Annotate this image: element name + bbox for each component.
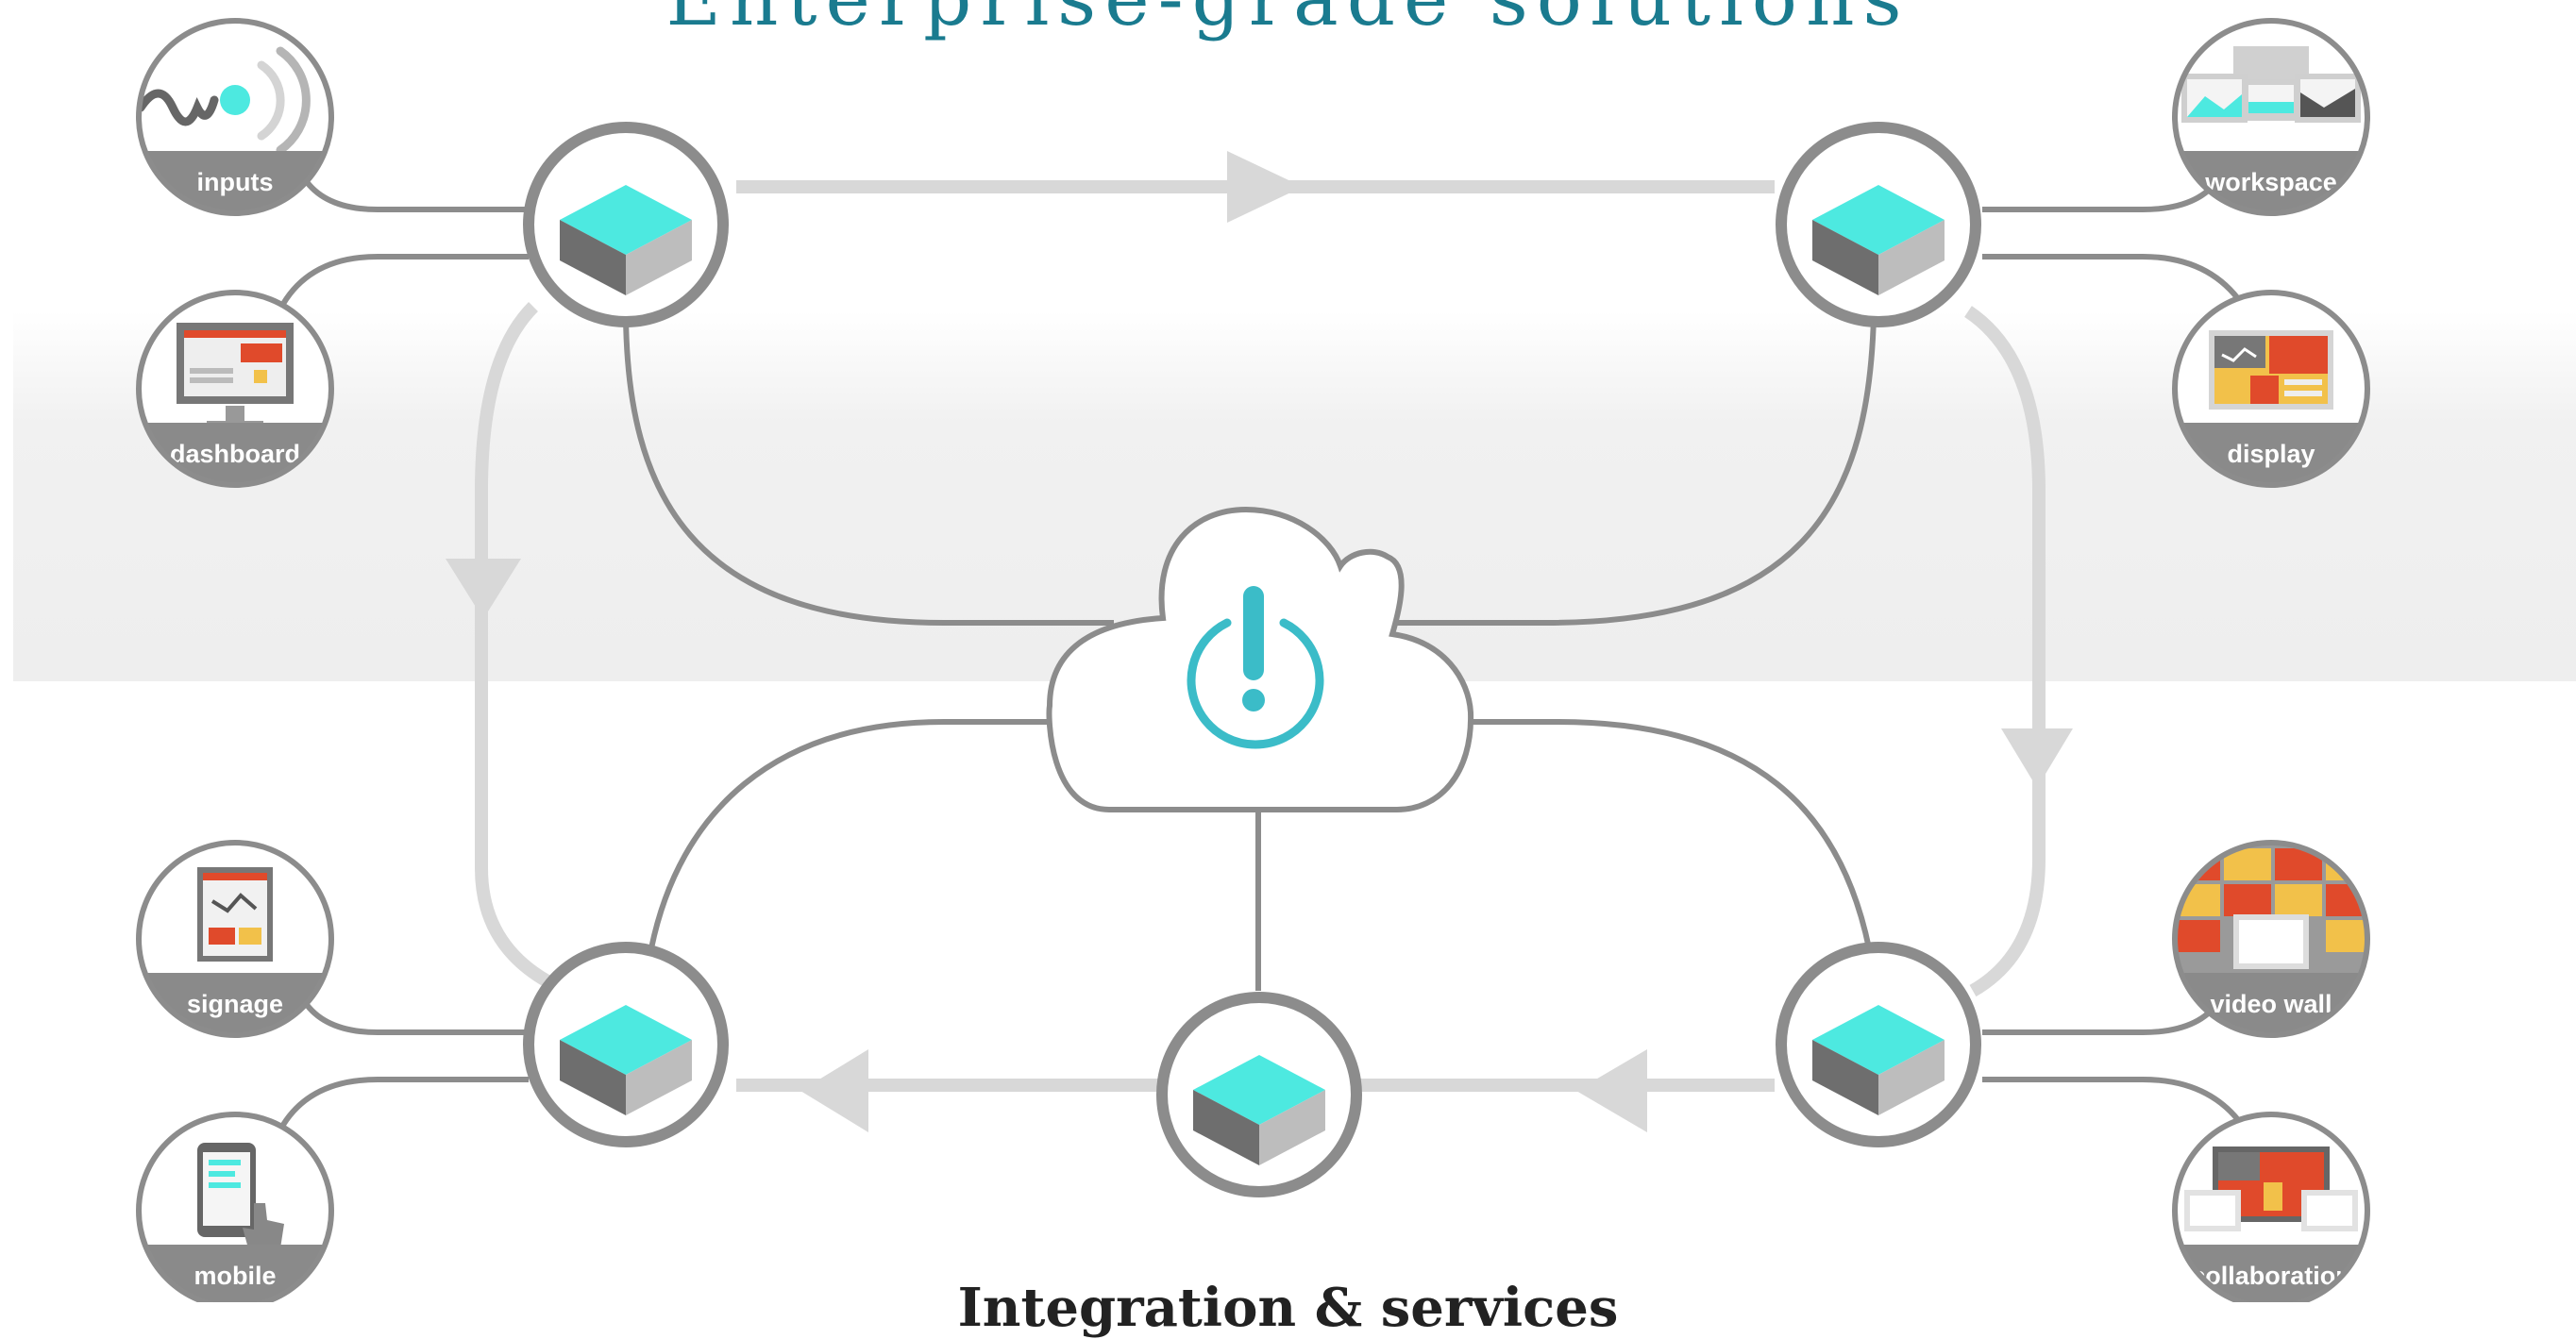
device-connectors [280,177,2245,1127]
device-collaboration: collaboration [2172,1112,2370,1302]
device-label: dashboard [170,440,300,468]
hub-bottom-center [1156,992,1362,1197]
device-label: mobile [194,1262,276,1290]
flow-left-path [475,302,551,988]
arrow-left-icon [800,1049,868,1132]
arrow-down-icon [446,559,521,619]
hub-top-right [1776,122,1981,327]
hub-bottom-right [1776,942,1981,1147]
device-workspace: workspace [2172,18,2370,216]
display-screen-icon [2209,330,2333,410]
device-label: collaboration [2191,1262,2351,1290]
arrow-right-icon [1227,151,1303,223]
device-label: display [2227,440,2315,468]
arrow-down-icon [2001,728,2073,788]
device-signage: signage [136,840,334,1038]
device-video-wall: video wall [2172,840,2370,1038]
device-display: display [2172,290,2370,488]
flow-right-path [1964,306,2046,997]
device-label: video wall [2210,990,2332,1018]
multi-monitor-icon [2181,46,2361,123]
architecture-diagram: inputs dashboard [136,18,2370,1302]
signage-board-icon [197,867,273,962]
hub-bottom-left [523,942,729,1147]
cloud-connectors [623,315,1877,991]
power-cloud-icon [1187,586,1324,749]
diagram-caption: Integration & services [957,1277,1619,1339]
device-label: inputs [197,168,274,196]
signal-waves-icon [139,46,311,155]
collaboration-screens-icon [2184,1147,2358,1231]
page-title: Enterprise-grade solutions [0,0,2576,42]
cloud-node [1046,506,1474,812]
video-wall-icon [2175,843,2367,977]
device-mobile: mobile [136,1112,334,1302]
arrow-left-icon [1576,1049,1647,1132]
device-label: workspace [2204,168,2337,196]
device-label: signage [187,990,283,1018]
flow-arrows [446,151,2073,1132]
hub-top-left [523,122,729,327]
mobile-touch-icon [197,1143,284,1248]
device-inputs: inputs [136,18,334,216]
device-dashboard: dashboard [136,290,334,488]
